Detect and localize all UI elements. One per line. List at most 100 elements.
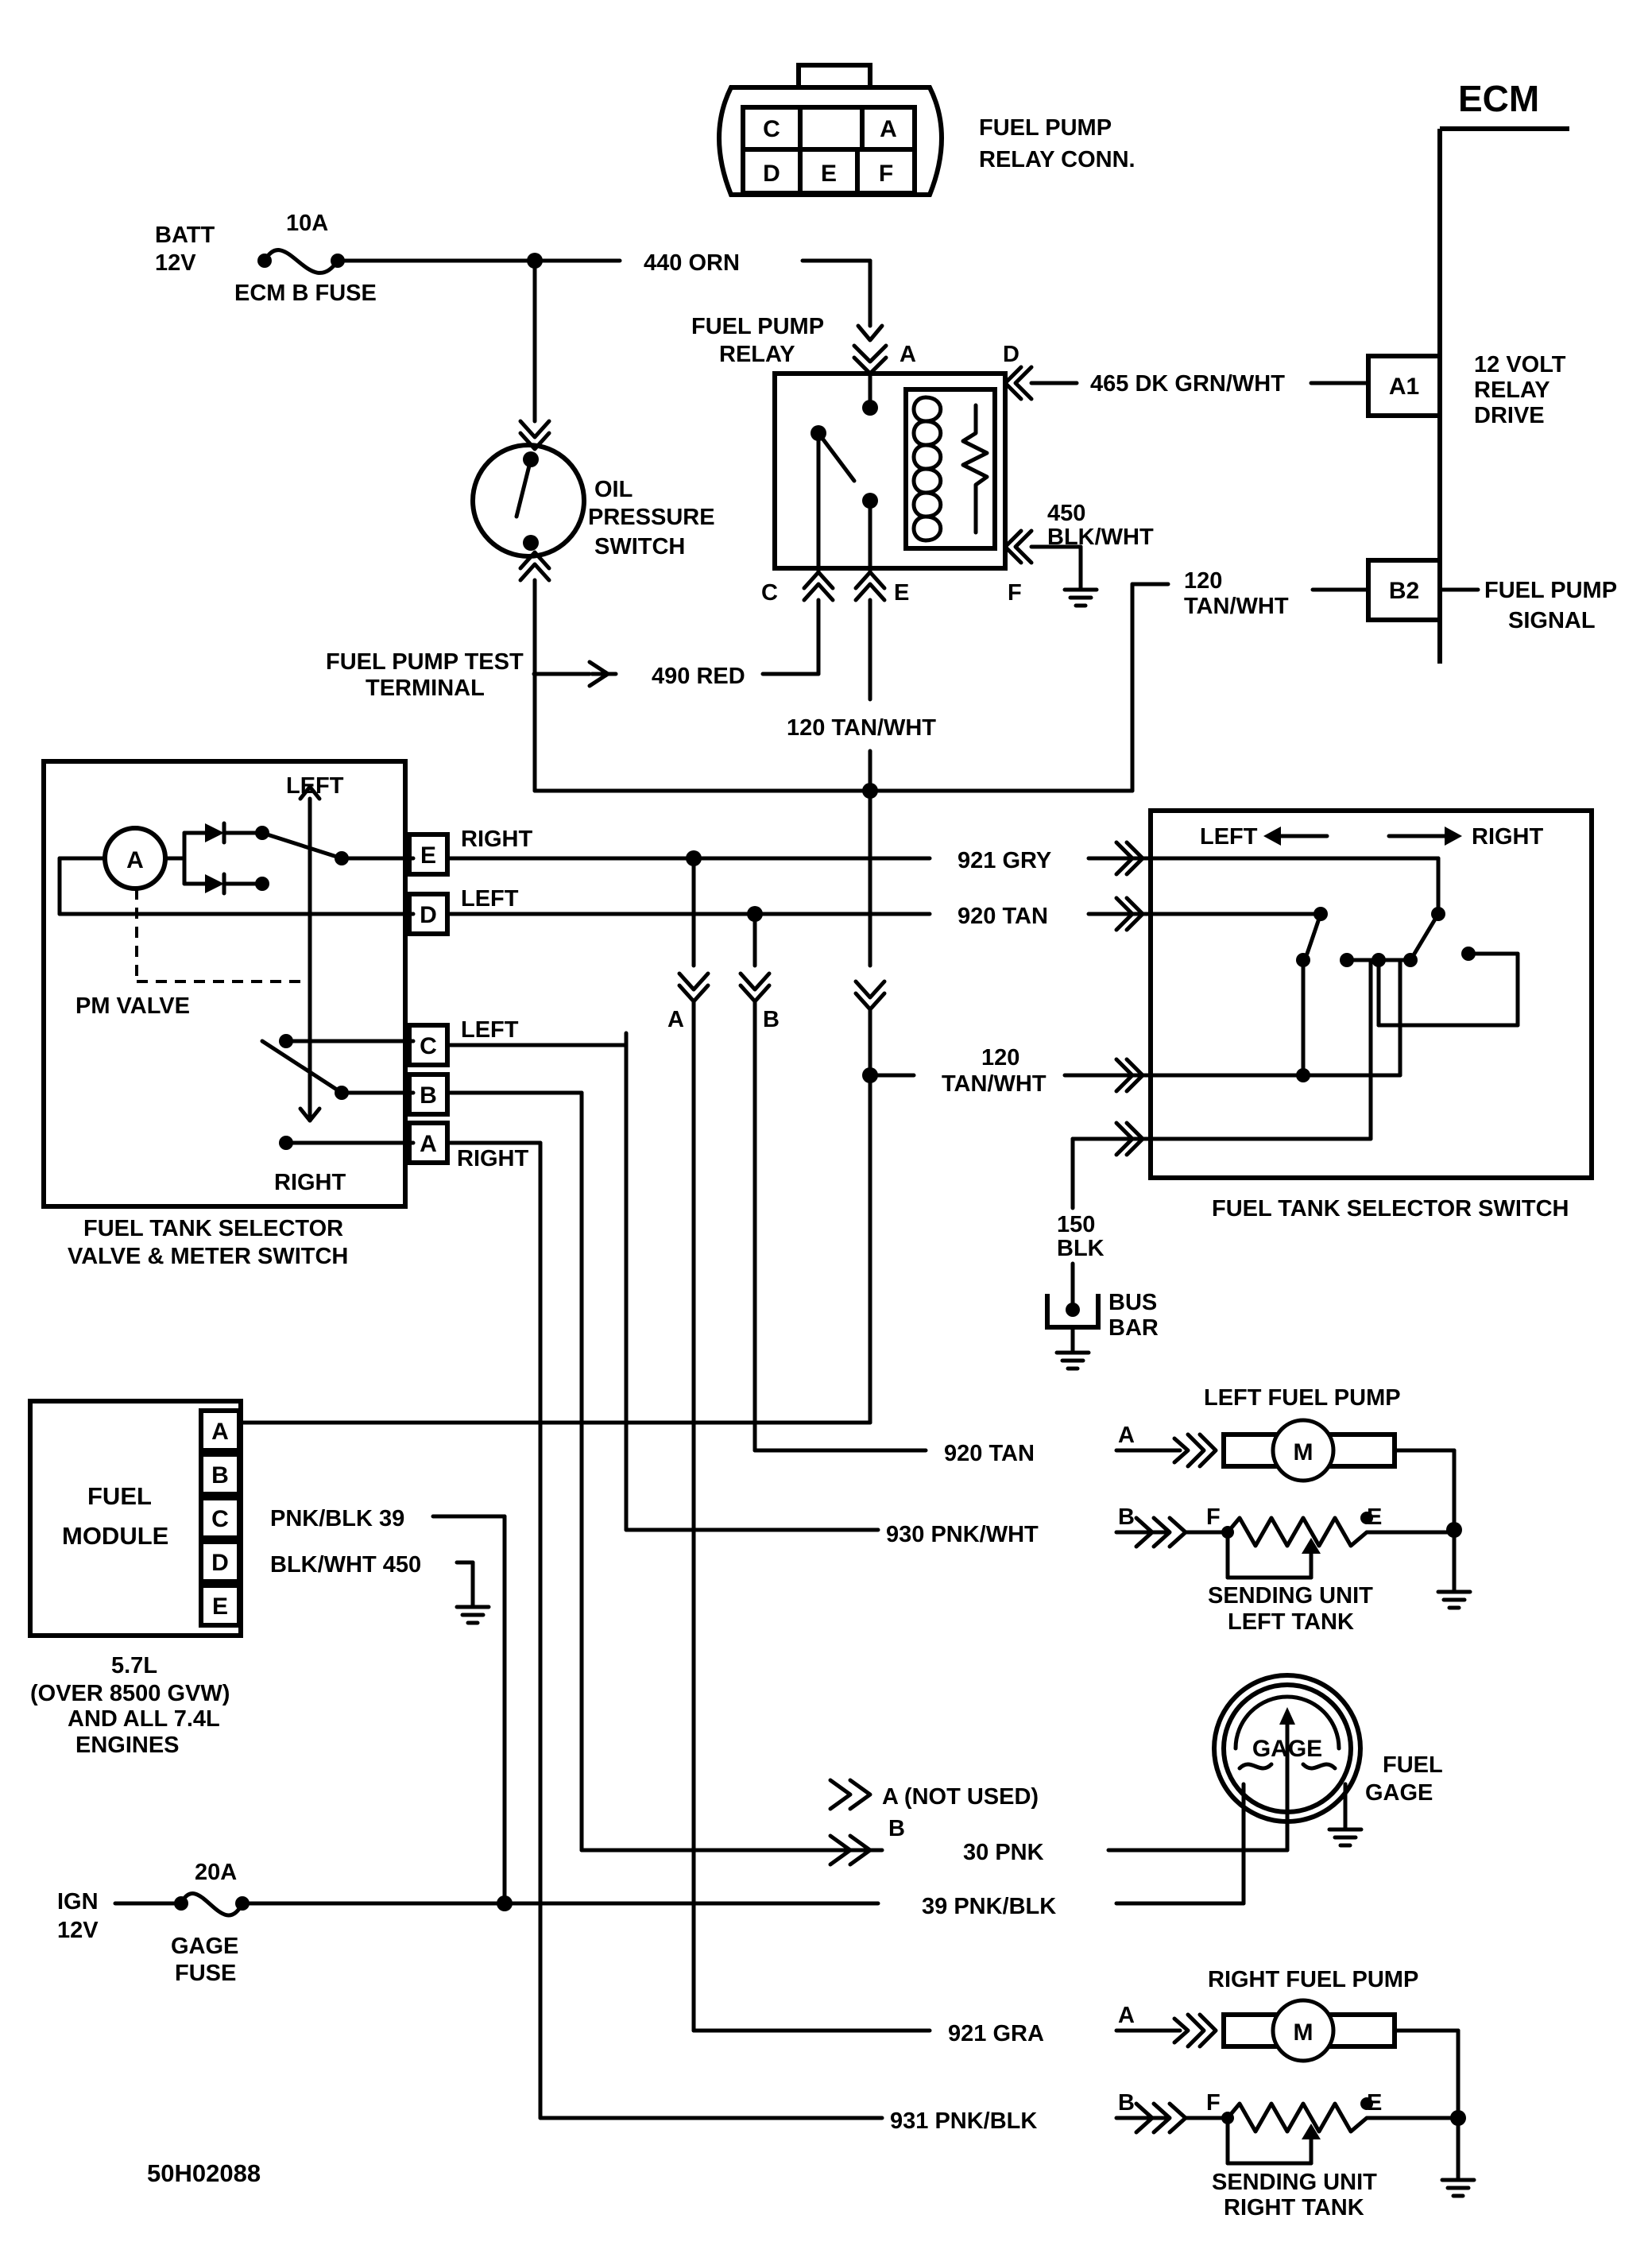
wire-120-ecm-label-line2: TAN/WHT (1184, 594, 1289, 619)
wire-30-label: 30 PNK (963, 1840, 1044, 1865)
relay-title-line1: FUEL PUMP (691, 314, 824, 339)
ecm-a1-desc-line1: 12 VOLT (1474, 352, 1566, 378)
right-pump-conn: A (1118, 2003, 1135, 2028)
mid-wires: 921 GRY 920 TAN A B 150 BLK BUS (445, 840, 1159, 2033)
ecm-a1-desc-line2: RELAY (1474, 378, 1550, 403)
relay-pin-a-label: A (900, 342, 916, 367)
fuel-gage: GAGE FUEL GAGE (1212, 1673, 1443, 1906)
fuel-module-pin-a: A (211, 1419, 229, 1445)
ecm-b2-desc-line1: FUEL PUMP (1484, 578, 1617, 603)
selector-valve-box (41, 759, 408, 1209)
selector-valve-caption-line1: FUEL TANK SELECTOR (83, 1216, 343, 1241)
fuel-module-pin-c-wire: PNK/BLK 39 (270, 1506, 404, 1531)
fuel-module-caption-line1: 5.7L (111, 1653, 157, 1678)
left-fuel-pump: LEFT FUEL PUMP 920 TAN A M (752, 1385, 1472, 1610)
left-sender-f: F (1206, 1504, 1221, 1530)
right-sender-resistor-icon (1183, 2101, 1460, 2134)
relay-connector-pin-a: A (880, 116, 897, 142)
branch-b-label: B (763, 1007, 780, 1032)
right-sender-caption-line2: RIGHT TANK (1224, 2195, 1364, 2220)
ignition-feed: IGN 12V 20A GAGE FUSE (57, 1860, 507, 1986)
wire-490-label: 490 RED (652, 664, 745, 689)
left-pump-title: LEFT FUEL PUMP (1204, 1385, 1401, 1411)
oil-switch-label-line3: SWITCH (594, 534, 685, 559)
right-sender-wire-label: 931 PNK/BLK (890, 2108, 1037, 2134)
selector-valve-meter: A (126, 847, 144, 873)
fuel-module-pin-e: E (212, 1593, 228, 1620)
selector-valve-pin-c: C (420, 1033, 437, 1059)
fuel-module-title-line2: MODULE (62, 1522, 168, 1550)
left-sender-caption-line1: SENDING UNIT (1208, 1583, 1373, 1609)
relay-connector-pin-d: D (763, 161, 780, 187)
fuel-module-caption-line4: ENGINES (75, 1733, 180, 1758)
selector-valve-pin-b: B (420, 1082, 437, 1109)
test-terminal-label-line2: TERMINAL (366, 676, 485, 701)
relay-box (772, 371, 1008, 571)
right-sender-conn: B (1118, 2090, 1135, 2116)
oil-switch-label-line2: PRESSURE (588, 505, 715, 530)
wire-120-mid-label: 120 TAN/WHT (787, 715, 936, 741)
selector-valve-pin-a-label: RIGHT (457, 1146, 529, 1171)
ecm: ECM A1 12 VOLT RELAY DRIVE B2 FUEL PUMP … (1366, 78, 1617, 664)
wire-440-label: 440 ORN (644, 250, 740, 276)
right-sending-unit: 931 PNK/BLK B F E SENDING UNIT RIGHT TAN… (445, 1140, 1460, 2220)
oil-switch-label-line1: OIL (594, 477, 633, 502)
relay-pin-e-label: E (894, 580, 909, 606)
selector-valve-pin-e-box (407, 832, 450, 877)
fuel-gage-inner: GAGE (1252, 1736, 1322, 1762)
left-sender-e: E (1367, 1504, 1382, 1530)
ecm-a1-desc-line3: DRIVE (1474, 403, 1545, 428)
left-pump-conn: A (1118, 1423, 1135, 1448)
wire-920-label: 920 TAN (958, 904, 1048, 929)
ecm-pin-b2: B2 (1389, 578, 1419, 604)
relay-connector-pin-c: C (763, 116, 780, 142)
right-fuel-pump: RIGHT FUEL PUMP 921 GRA A M (691, 1967, 1476, 2198)
ecm-pin-a1: A1 (1389, 374, 1419, 400)
fuel-pump-relay: FUEL PUMP RELAY A D 465 DK GRN/WHT (691, 314, 1371, 608)
selector-valve-pin-c-label: LEFT (461, 1017, 519, 1043)
fuel-module-pin-d-wire: BLK/WHT 450 (270, 1552, 421, 1578)
selector-switch-right: RIGHT (1472, 824, 1544, 850)
left-sender-conn: B (1118, 1504, 1135, 1530)
fuel-module-pin-b: B (211, 1462, 229, 1489)
wire-120-ecm: 120 TAN/WHT (1130, 568, 1371, 793)
oil-pressure-switch: OIL PRESSURE SWITCH (470, 258, 715, 793)
bus-bar-label-line1: BUS (1108, 1290, 1157, 1315)
wire-120-lower-label-line2: TAN/WHT (942, 1071, 1047, 1097)
right-pump-wire-label: 921 GRA (948, 2021, 1044, 2046)
battery-feed: BATT 12V 10A ECM B FUSE 440 ORN (155, 211, 884, 343)
relay-connector-pin-f: F (879, 161, 893, 187)
ecm-pin-a1-box (1366, 354, 1442, 418)
fuel-module-title-line1: FUEL (87, 1482, 152, 1510)
gage-fuse-symbol (179, 1891, 245, 1918)
wire-921-label: 921 GRY (958, 848, 1051, 873)
wire-465-label: 465 DK GRN/WHT (1090, 371, 1285, 397)
ecm-b-fuse-rating: 10A (286, 211, 328, 236)
fuel-gage-dial-icon (1233, 1694, 1341, 1751)
relay-connector-title-line2: RELAY CONN. (979, 147, 1136, 172)
wire-39-label: 39 PNK/BLK (922, 1894, 1056, 1919)
right-pump-motor: M (1294, 2019, 1313, 2046)
ecm-title: ECM (1458, 78, 1539, 119)
relay-pin-d-label: D (1003, 342, 1019, 367)
left-pump-wire-label: 920 TAN (944, 1441, 1035, 1466)
fuel-module-box (28, 1399, 243, 1638)
relay-pin-f-label: F (1008, 580, 1022, 606)
wire-120-ecm-label-line1: 120 (1184, 568, 1222, 594)
ignition-label-line2: 12V (57, 1918, 99, 1943)
gage-fuse-rating: 20A (195, 1860, 237, 1885)
bus-bar-label-line2: BAR (1108, 1315, 1159, 1341)
left-sender-wire-label: 930 PNK/WHT (886, 1522, 1039, 1547)
right-sender-e: E (1367, 2090, 1382, 2116)
relay-pin-c-label: C (761, 580, 778, 606)
wire-120-lower-label-line1: 120 (981, 1045, 1019, 1071)
fuel-module-pin-c: C (211, 1506, 229, 1532)
left-sending-unit: 930 PNK/WHT B F E SENDING UNIT LEFT TANK (445, 1031, 1457, 1635)
wire-120-mid: 120 TAN/WHT 120 TAN/WHT (532, 598, 1153, 1425)
left-pump-motor: M (1294, 1439, 1313, 1465)
selector-valve-pin-e: E (420, 842, 436, 869)
gage-not-used-label: A (NOT USED) (882, 1784, 1039, 1810)
selector-valve-pin-e-label: RIGHT (461, 827, 533, 852)
gage-fuse-name-line1: GAGE (171, 1934, 238, 1959)
selector-switch-box (1148, 808, 1594, 1180)
